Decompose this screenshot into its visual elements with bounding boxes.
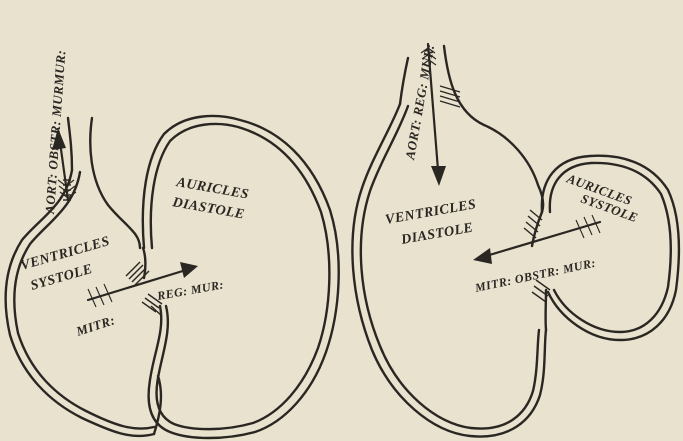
left-regurgitation-label: REG: MUR:: [155, 277, 225, 303]
right-diastole-label: DIASTOLE: [399, 220, 474, 248]
left-mitral-label: MITR:: [73, 312, 117, 339]
left-aorta-wall-right: [90, 118, 140, 248]
left-auricle-inner-outline: [151, 124, 330, 429]
right-aortic-valve-hatching: [440, 86, 460, 107]
left-aorta-wall-left: [68, 118, 72, 170]
right-mitral-valve-hatching-upper: [524, 210, 542, 238]
right-aorta-wall-left: [400, 58, 408, 104]
right-mitral-valve-hatching-lower: [532, 280, 550, 302]
right-heart-figure: AORT: REG: MUR: VENTRICLES DIASTOLE AURI…: [352, 43, 679, 437]
left-ventricle-outline: [6, 170, 154, 436]
left-auricle-outline: [143, 116, 339, 438]
left-septum: [143, 248, 145, 278]
right-aorta-wall-right: [444, 46, 543, 212]
left-ventricle-inner-outline: [14, 172, 154, 429]
right-ventricle-outline: [352, 104, 546, 437]
left-heart-figure: AORT: OBSTR: MURMUR: VENTRICLES SYSTOLE …: [6, 49, 339, 438]
